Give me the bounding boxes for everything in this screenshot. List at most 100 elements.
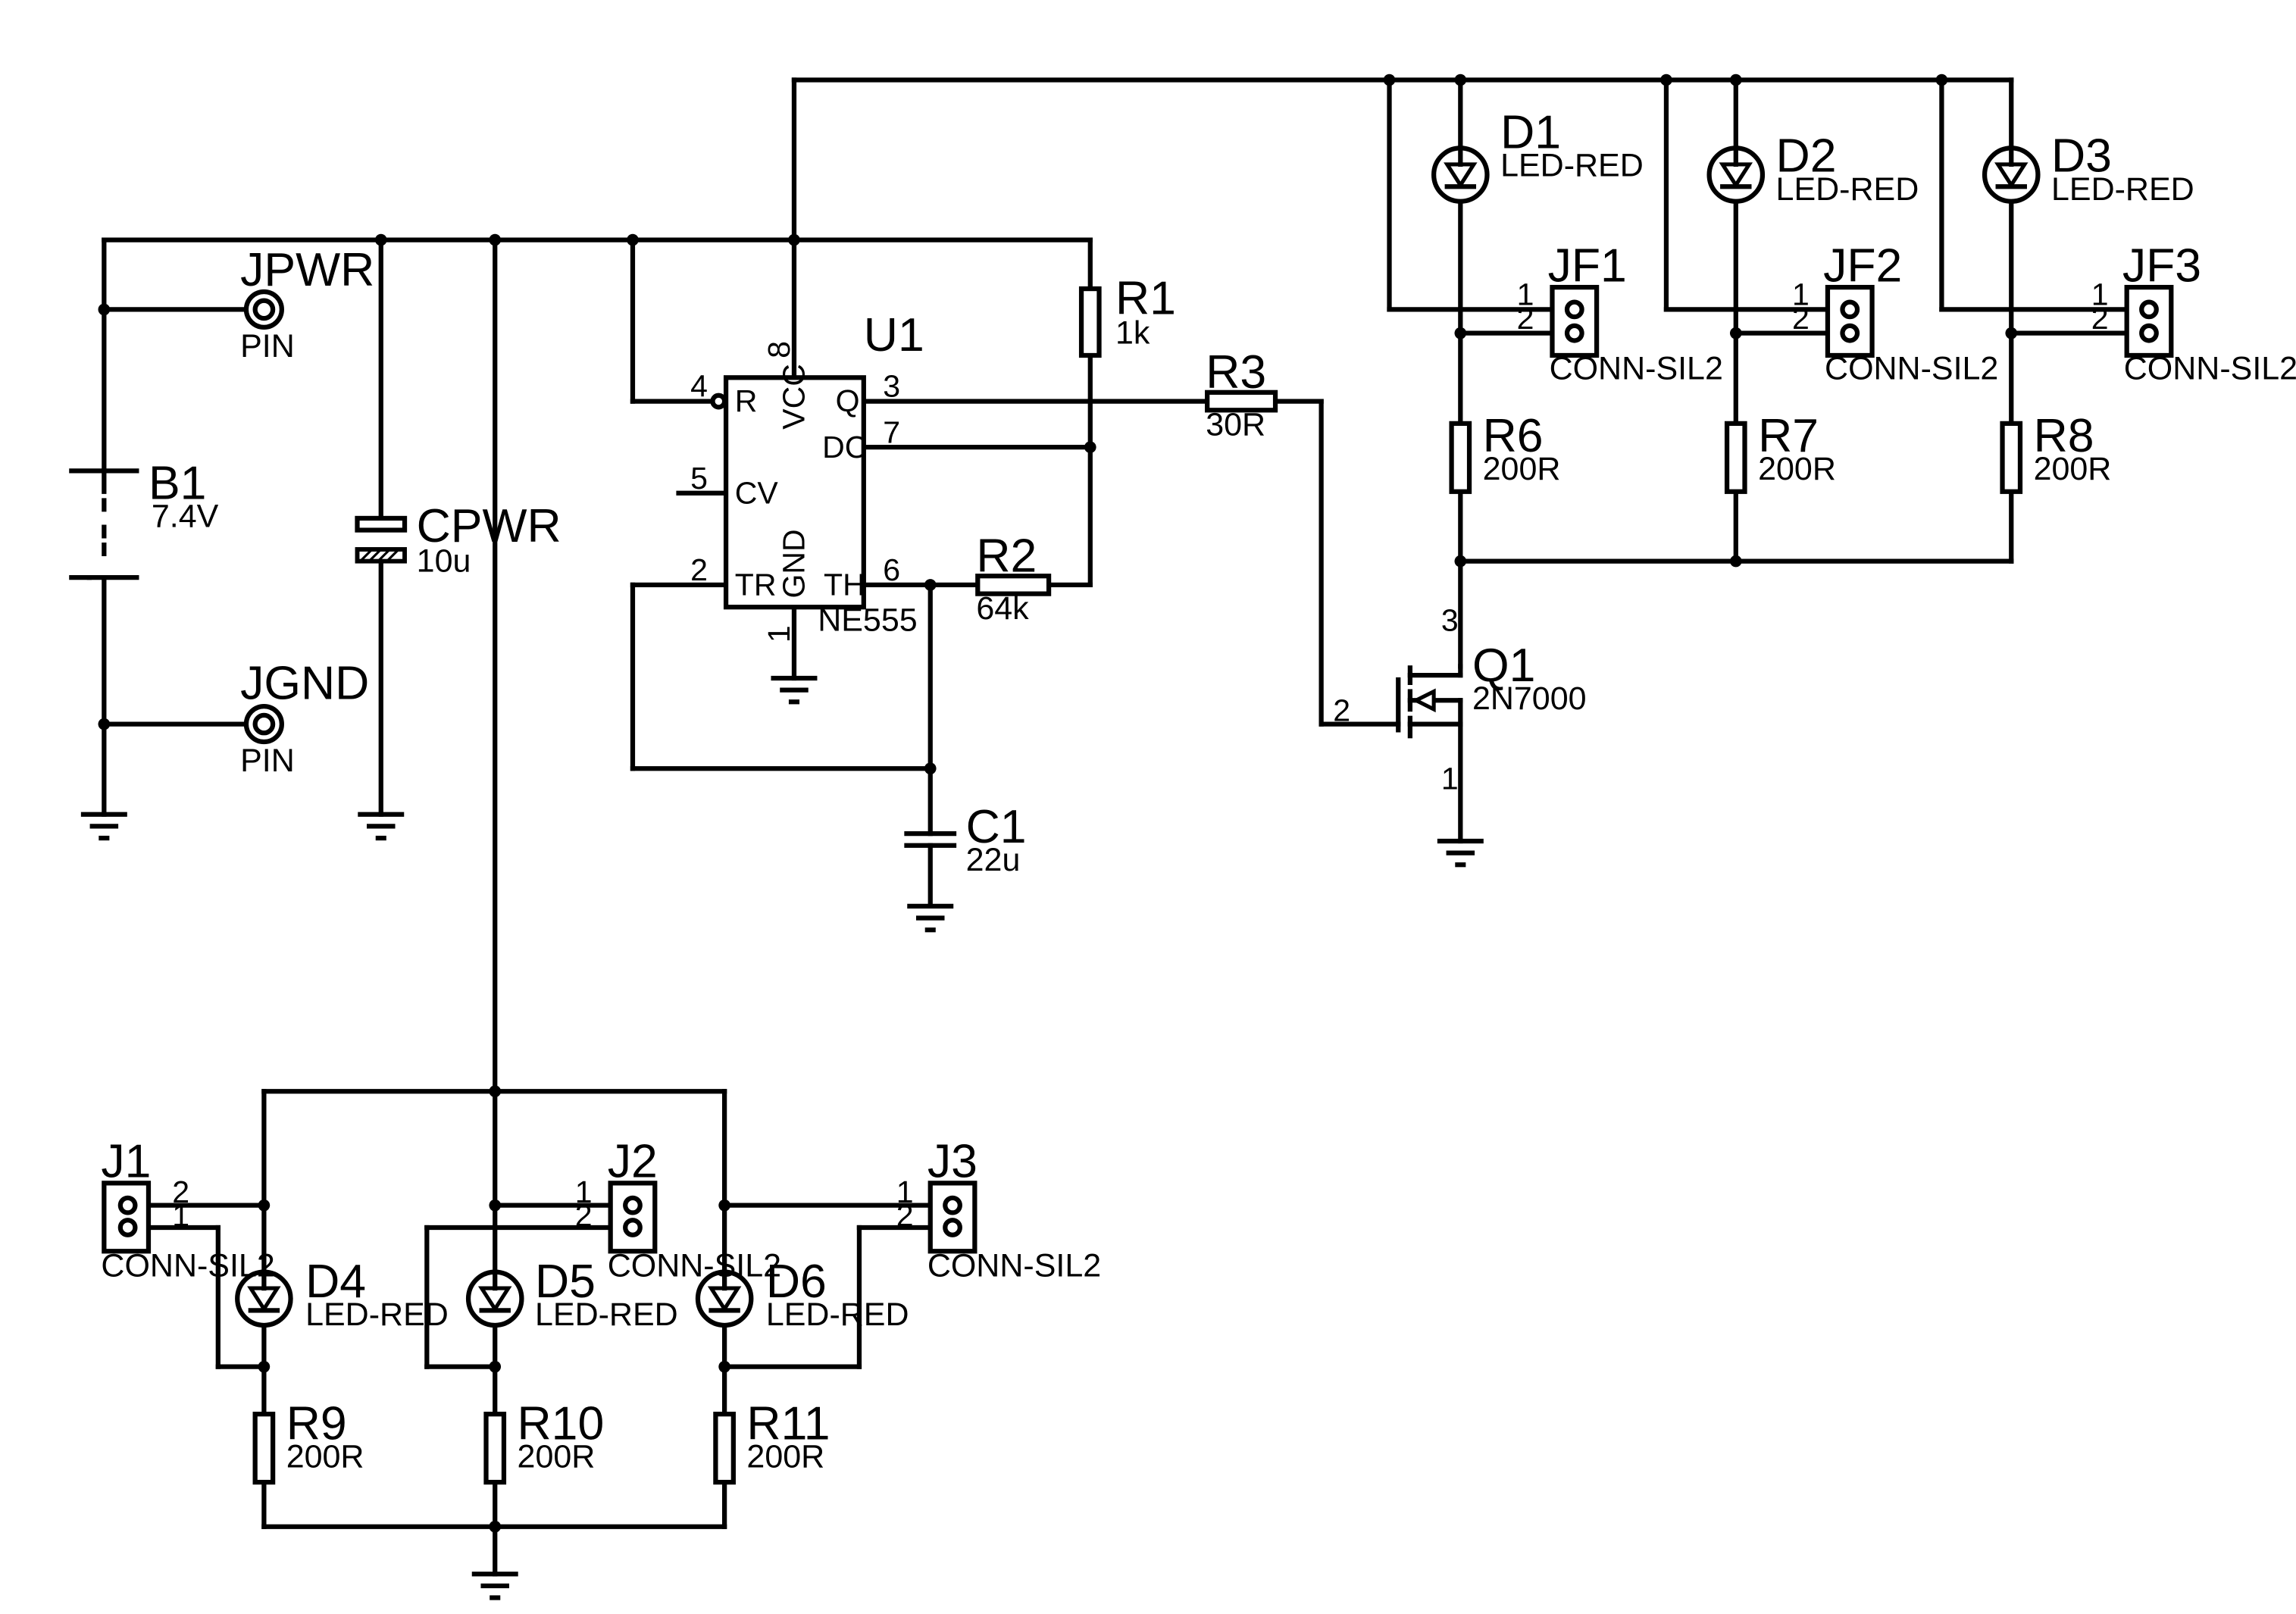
jf1-pin-1: 1 (1517, 277, 1534, 312)
r11-value: 200R (746, 1439, 824, 1475)
u1-pin-3: 3 (883, 369, 900, 404)
r7-ref: R7 (1758, 409, 1819, 462)
capacitor-cpwr: CPWR 10u (355, 499, 561, 579)
u1-value: NE555 (818, 602, 917, 638)
jpwr-value: PIN (240, 328, 295, 364)
resistor-r9: R9 200R (252, 1397, 364, 1485)
jf1-pin-2: 2 (1517, 301, 1534, 336)
c1-ref: C1 (966, 800, 1027, 853)
u1-pin-dc-name: DC (822, 430, 867, 464)
connector-j1: J1 CONN-SIL2 2 1 (101, 1135, 274, 1284)
mosfet-q1: Q1 2N7000 3 1 2 (1333, 602, 1586, 796)
u1-pin-q-name: Q (836, 383, 860, 418)
u1-pin-1: 1 (762, 625, 796, 643)
ground-symbols (80, 675, 1484, 1600)
d2-value: LED-RED (1776, 171, 1919, 208)
u1-pin-vcc-name: VCC (777, 364, 812, 430)
d4-ref: D4 (305, 1255, 366, 1308)
connector-j3: J3 CONN-SIL2 1 2 (896, 1135, 1101, 1284)
u1-pin-cv-name: CV (735, 475, 779, 510)
j3-value: CONN-SIL2 (927, 1247, 1101, 1284)
r7-value: 200R (1758, 451, 1836, 487)
ground-icon (1437, 838, 1484, 868)
j1-pin-1: 1 (172, 1198, 189, 1233)
u1-pin-th-name: TH (824, 568, 865, 602)
pin-jpwr: JPWR PIN (240, 243, 374, 364)
resistor-r3: R3 30R (1205, 346, 1278, 443)
q1-ref: Q1 (1472, 639, 1535, 692)
r9-value: 200R (286, 1439, 364, 1475)
junction-dots (98, 74, 2018, 1533)
connector-jf3: JF3 CONN-SIL2 1 2 (2091, 239, 2296, 386)
connector-jf2: JF2 CONN-SIL2 1 2 (1792, 239, 1998, 386)
r2-value: 64k (976, 590, 1029, 627)
u1-pin-5: 5 (690, 461, 708, 496)
r8-value: 200R (2034, 451, 2112, 487)
r10-ref: R10 (518, 1397, 605, 1450)
jf3-pin-1: 1 (2091, 277, 2109, 312)
connector-j2: J2 CONN-SIL2 1 2 (575, 1135, 781, 1284)
r1-ref: R1 (1115, 271, 1176, 324)
resistor-r7: R7 200R (1724, 409, 1836, 494)
pin-jgnd: JGND PIN (240, 656, 369, 779)
ground-icon (907, 903, 954, 933)
c1-value: 22u (966, 842, 1021, 878)
j1-ref: J1 (101, 1135, 151, 1188)
u1-pin-6: 6 (883, 552, 900, 587)
j3-pin-1: 1 (896, 1175, 914, 1209)
q1-pin-drain: 3 (1441, 602, 1459, 637)
r10-value: 200R (518, 1439, 596, 1475)
q1-pin-gate: 2 (1333, 693, 1350, 728)
d1-value: LED-RED (1500, 148, 1644, 184)
jgnd-ref: JGND (240, 656, 369, 709)
jf2-pin-2: 2 (1792, 301, 1810, 336)
j1-value: CONN-SIL2 (101, 1247, 274, 1284)
cpwr-ref: CPWR (417, 499, 561, 552)
u1-pin-4: 4 (690, 369, 708, 404)
connector-jf1: JF1 CONN-SIL2 1 2 (1517, 239, 1723, 386)
ic-u1-ne555: U1 NE555 R CV TR Q DC TH VCC GND 4 5 2 3… (690, 308, 924, 643)
u1-pin-8: 8 (762, 341, 796, 358)
d4-value: LED-RED (305, 1297, 449, 1333)
jf2-value: CONN-SIL2 (1825, 350, 1998, 386)
resistor-r10: R10 200R (483, 1397, 605, 1485)
cpwr-value: 10u (417, 543, 471, 579)
led-d1: D1 LED-RED (1431, 105, 1644, 204)
r3-value: 30R (1206, 407, 1265, 443)
j3-pin-2: 2 (896, 1198, 914, 1233)
jpwr-ref: JPWR (240, 243, 374, 296)
led-d5: D5 LED-RED (465, 1255, 678, 1333)
d3-ref: D3 (2051, 130, 2112, 183)
d2-ref: D2 (1776, 130, 1837, 183)
r3-ref: R3 (1206, 346, 1266, 399)
resistor-r1: R1 1k (1078, 271, 1176, 358)
jf2-pin-1: 1 (1792, 277, 1810, 312)
r2-ref: R2 (976, 529, 1037, 582)
resistor-r6: R6 200R (1449, 409, 1561, 494)
jf3-ref: JF3 (2122, 239, 2201, 292)
d6-ref: D6 (766, 1255, 827, 1308)
jf1-ref: JF1 (1548, 239, 1627, 292)
j2-value: CONN-SIL2 (608, 1247, 781, 1284)
ground-icon (80, 812, 127, 841)
ground-icon (471, 1572, 518, 1600)
led-d3: D3 LED-RED (1982, 130, 2194, 208)
d3-value: LED-RED (2051, 171, 2194, 208)
u1-pin-r-name: R (735, 383, 758, 418)
capacitor-c1: C1 22u (904, 800, 1027, 878)
u1-pin-tr-name: TR (735, 568, 777, 602)
j2-pin-2: 2 (575, 1198, 593, 1233)
j3-ref: J3 (927, 1135, 978, 1188)
led-d2: D2 LED-RED (1706, 130, 1919, 208)
battery-b1: B1 7.4V (69, 457, 219, 580)
r8-ref: R8 (2034, 409, 2094, 462)
jgnd-value: PIN (240, 743, 295, 779)
r6-value: 200R (1483, 451, 1561, 487)
q1-pin-source: 1 (1441, 762, 1459, 796)
b1-ref: B1 (149, 457, 206, 510)
led-d4: D4 LED-RED (235, 1255, 449, 1333)
d5-ref: D5 (535, 1255, 596, 1308)
r11-ref: R11 (746, 1397, 830, 1450)
ground-icon (358, 812, 405, 841)
